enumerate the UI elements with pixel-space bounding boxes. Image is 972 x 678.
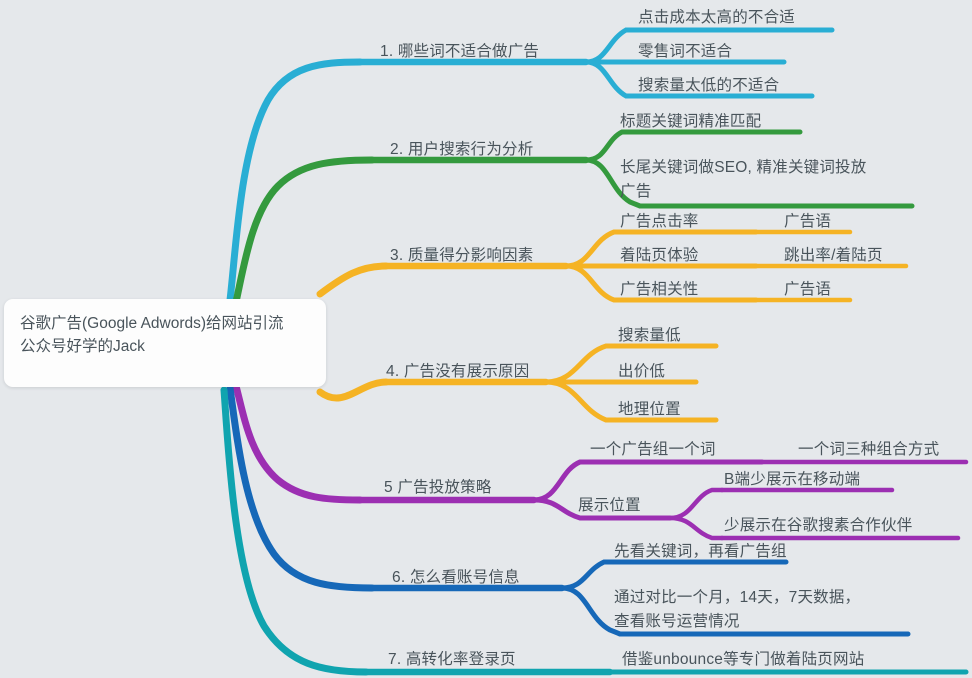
branch-4-wires (316, 343, 719, 423)
branch-label-4[interactable]: 4. 广告没有展示原因 (386, 363, 530, 380)
branch-3-wires (316, 229, 909, 303)
branch-1-child-3[interactable]: 搜索量太低的不适合 (638, 77, 780, 94)
branch-3-child-2[interactable]: 着陆页体验 (620, 247, 699, 264)
branch-6-child-1[interactable]: 先看关键词，再看广告组 (614, 543, 787, 560)
branch-2-wires (232, 129, 915, 306)
branch-4-child-2[interactable]: 出价低 (618, 363, 666, 380)
branch-label-7[interactable]: 7. 高转化率登录页 (388, 651, 516, 668)
branch-4-child-1[interactable]: 搜索量低 (618, 327, 681, 344)
central-topic-node[interactable]: 谷歌广告(Google Adwords)给网站引流 公众号好学的Jack (4, 299, 326, 387)
branch-5-child-1[interactable]: 一个广告组一个词 (590, 441, 716, 458)
branch-5-child-2[interactable]: 展示位置 (578, 497, 641, 514)
branch-5-wires (232, 382, 969, 541)
branch-1-child-1[interactable]: 点击成本太高的不合适 (638, 9, 796, 26)
branch-5-child-2-sub-1[interactable]: B端少展示在移动端 (724, 471, 861, 488)
branch-7-wires (220, 386, 969, 676)
branch-label-1[interactable]: 1. 哪些词不适合做广告 (380, 43, 540, 60)
branch-6-wires (226, 384, 911, 637)
branch-7-child-1[interactable]: 借鉴unbounce等专门做着陆页网站 (622, 651, 865, 668)
branch-6-child-2[interactable]: 通过对比一个月，14天，7天数据， 查看账号运营情况 (614, 589, 861, 630)
branch-4-child-3[interactable]: 地理位置 (618, 401, 681, 418)
branch-label-6[interactable]: 6. 怎么看账号信息 (392, 569, 520, 586)
branch-5-child-2-sub-2[interactable]: 少展示在谷歌搜素合作伙伴 (724, 517, 913, 534)
branch-3-child-1[interactable]: 广告点击率 (620, 213, 699, 230)
branch-label-2[interactable]: 2. 用户搜索行为分析 (390, 141, 534, 158)
branch-1-child-2[interactable]: 零售词不适合 (638, 43, 733, 60)
branch-1-wires (226, 27, 835, 304)
branch-label-3[interactable]: 3. 质量得分影响因素 (390, 247, 534, 264)
branch-3-child-3-sub-1[interactable]: 广告语 (784, 281, 832, 298)
branch-5-child-1-sub-1[interactable]: 一个词三种组合方式 (798, 441, 940, 458)
branch-3-child-3[interactable]: 广告相关性 (620, 281, 699, 298)
branch-2-child-1[interactable]: 标题关键词精准匹配 (620, 113, 762, 130)
central-topic-text: 谷歌广告(Google Adwords)给网站引流 公众号好学的Jack (20, 315, 284, 355)
branch-3-child-1-sub-1[interactable]: 广告语 (784, 213, 832, 230)
branch-2-child-2[interactable]: 长尾关键词做SEO, 精准关键词投放 广告 (620, 159, 867, 200)
branch-3-child-2-sub-1[interactable]: 跳出率/着陆页 (784, 247, 883, 264)
branch-label-5[interactable]: 5 广告投放策略 (384, 479, 492, 496)
